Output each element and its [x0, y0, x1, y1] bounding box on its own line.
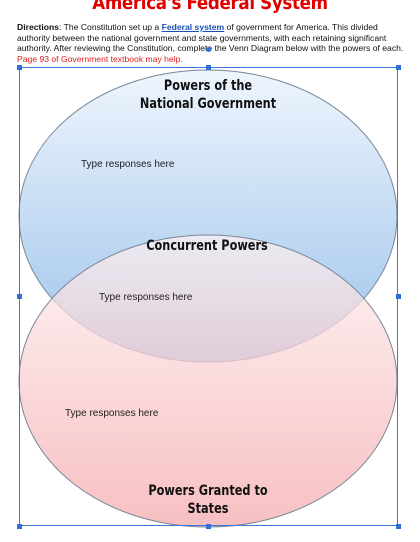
concurrent-powers-title: Concurrent Powers [146, 238, 268, 254]
resize-handle-bottom-left[interactable] [17, 524, 22, 529]
resize-handle-middle-right[interactable] [396, 294, 401, 299]
national-powers-response[interactable]: Type responses here [81, 159, 175, 170]
states-powers-response[interactable]: Type responses here [65, 408, 159, 419]
textbook-note: Page 93 of Government textbook may help. [17, 53, 183, 64]
rotate-handle[interactable] [206, 47, 211, 52]
federal-system-link[interactable]: Federal system [161, 22, 225, 32]
resize-handle-bottom-right[interactable] [396, 524, 401, 529]
concurrent-powers-response[interactable]: Type responses here [99, 292, 193, 303]
resize-handle-top-left[interactable] [17, 65, 22, 70]
page-title: America's Federal System [92, 0, 328, 14]
national-powers-title: Powers of the National Government [139, 78, 277, 112]
directions-text-1: : The Constitution set up a [59, 22, 162, 32]
states-powers-title: Powers Granted to States [148, 483, 268, 517]
directions-label: Directions [17, 22, 60, 32]
resize-handle-bottom-middle[interactable] [206, 524, 211, 529]
resize-handle-top-right[interactable] [396, 65, 401, 70]
resize-handle-top-middle[interactable] [206, 65, 211, 70]
resize-handle-middle-left[interactable] [17, 294, 22, 299]
